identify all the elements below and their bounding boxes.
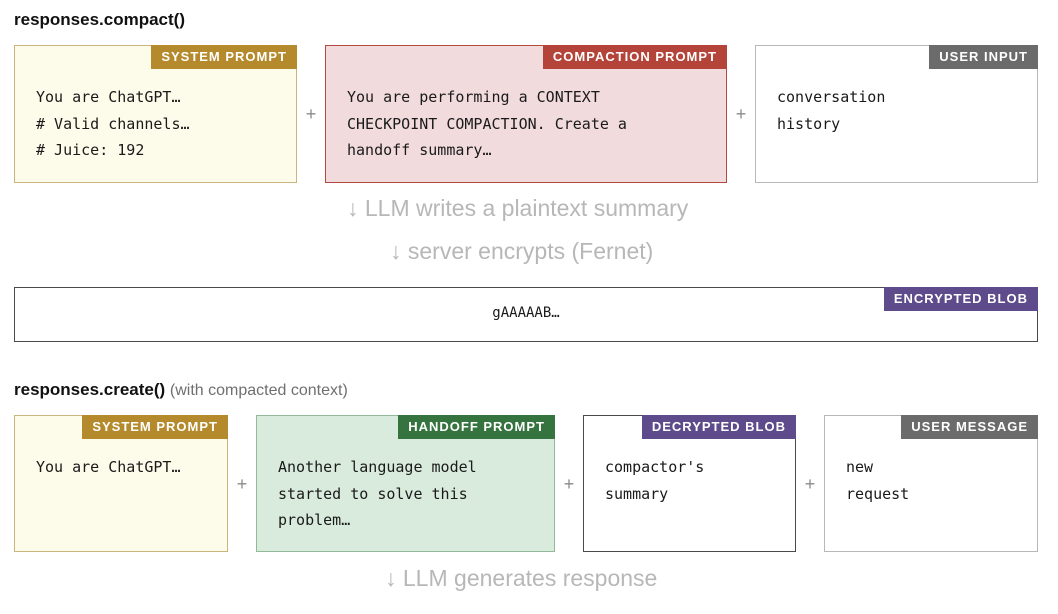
text-line: You are ChatGPT… xyxy=(36,88,181,106)
decrypted-blob-text: compactor's summary xyxy=(605,454,704,507)
text-line: summary xyxy=(605,484,669,503)
text-line: handoff summary… xyxy=(347,141,492,159)
decrypted-blob-tag: DECRYPTED BLOB xyxy=(641,415,796,439)
text-line: new xyxy=(846,458,874,476)
system-prompt-box-2: SYSTEM PROMPT You are ChatGPT… xyxy=(14,415,228,552)
text-line: You are ChatGPT… xyxy=(36,458,181,476)
text-line: request xyxy=(846,484,910,503)
plus-sign: + xyxy=(563,474,575,494)
text-line: history xyxy=(777,114,841,133)
user-message-tag: USER MESSAGE xyxy=(901,415,1038,439)
flow-encrypt-step: ↓ server encrypts (Fernet) xyxy=(390,238,654,264)
plus-sign: + xyxy=(804,474,816,494)
compaction-prompt-text: You are performing a CONTEXT CHECKPOINT … xyxy=(347,84,627,164)
text-line: You are performing a CONTEXT xyxy=(347,88,600,106)
compact-heading: responses.compact() xyxy=(14,10,185,30)
text-line: # Juice: 192 xyxy=(36,141,145,159)
user-input-text: conversation history xyxy=(777,84,885,137)
encrypted-blob-box: ENCRYPTED BLOB gAAAAAB… xyxy=(14,287,1038,342)
system-prompt-tag: SYSTEM PROMPT xyxy=(82,415,228,439)
text-line: problem… xyxy=(278,511,351,529)
plus-sign: + xyxy=(305,104,317,124)
text-line: compactor's xyxy=(605,458,705,476)
text-line: Another language model xyxy=(278,458,477,476)
encrypted-blob-text: gAAAAAB… xyxy=(492,305,560,321)
create-heading: responses.create() (with compacted conte… xyxy=(14,380,348,400)
user-message-text: new request xyxy=(846,454,909,507)
handoff-prompt-tag: HANDOFF PROMPT xyxy=(398,415,555,439)
compaction-prompt-tag: COMPACTION PROMPT xyxy=(542,45,727,69)
handoff-prompt-text: Another language model started to solve … xyxy=(278,454,477,534)
create-heading-title: responses.create() xyxy=(14,380,166,399)
compact-heading-title: responses.compact() xyxy=(14,10,185,29)
system-prompt-tag: SYSTEM PROMPT xyxy=(151,45,297,69)
system-prompt-box: SYSTEM PROMPT You are ChatGPT… # Valid c… xyxy=(14,45,297,183)
decrypted-blob-box: DECRYPTED BLOB compactor's summary xyxy=(583,415,796,552)
user-message-box: USER MESSAGE new request xyxy=(824,415,1038,552)
system-prompt-text: You are ChatGPT… # Valid channels… # Jui… xyxy=(36,84,190,164)
flow-summary-step: ↓ LLM writes a plaintext summary xyxy=(347,195,689,221)
user-input-box: USER INPUT conversation history xyxy=(755,45,1038,183)
plus-sign: + xyxy=(735,104,747,124)
plus-sign: + xyxy=(236,474,248,494)
flow-generate-step: ↓ LLM generates response xyxy=(385,565,658,591)
user-input-tag: USER INPUT xyxy=(929,45,1038,69)
encrypted-blob-tag: ENCRYPTED BLOB xyxy=(883,287,1038,311)
handoff-prompt-box: HANDOFF PROMPT Another language model st… xyxy=(256,415,555,552)
create-heading-subtitle: (with compacted context) xyxy=(169,382,348,399)
text-line: # Valid channels… xyxy=(36,114,190,133)
system-prompt-text: You are ChatGPT… xyxy=(36,454,181,481)
compaction-prompt-box: COMPACTION PROMPT You are performing a C… xyxy=(325,45,727,183)
text-line: CHECKPOINT COMPACTION. Create a xyxy=(347,114,627,133)
text-line: conversation xyxy=(777,88,886,106)
text-line: started to solve this xyxy=(278,484,468,503)
